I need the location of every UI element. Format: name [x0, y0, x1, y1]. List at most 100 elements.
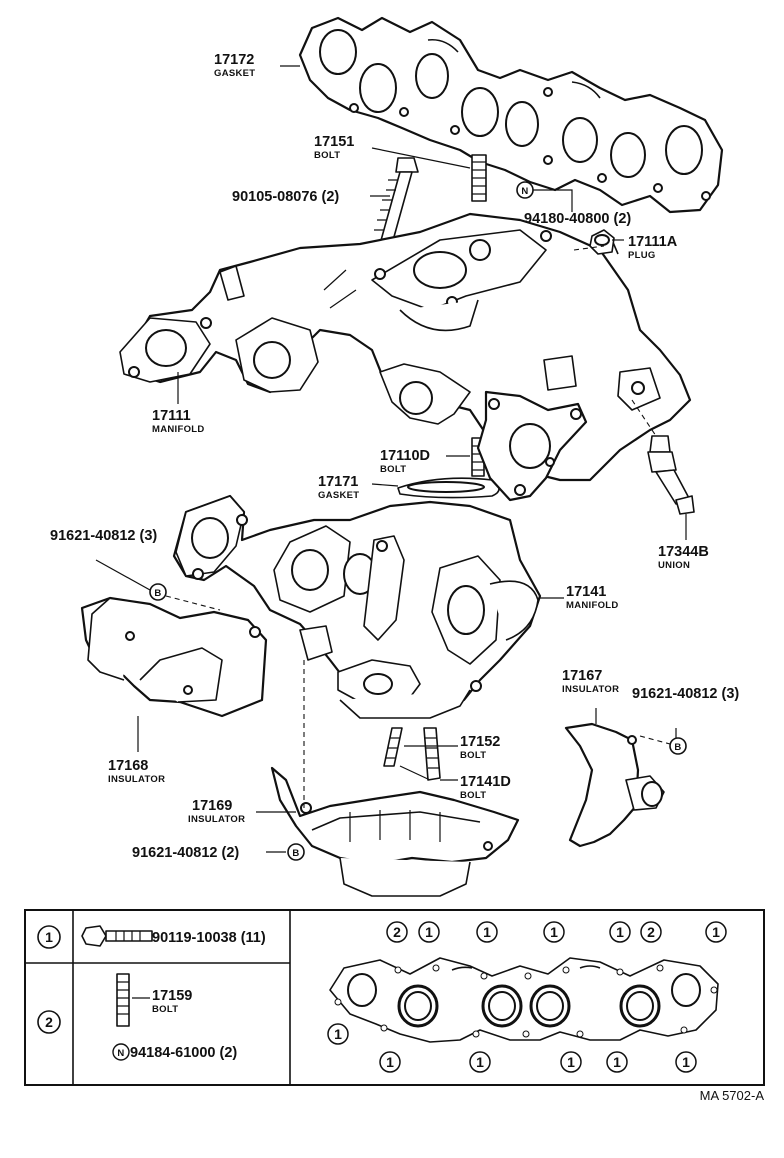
label-17167: 17167 INSULATOR [562, 668, 619, 695]
nut-marker-n: N [521, 186, 528, 197]
label-91621-a: 91621-40812 (3) [50, 528, 157, 544]
svg-text:BOLT: BOLT [314, 150, 340, 161]
label-17111: 17111 MANIFOLD [152, 408, 205, 435]
label-17172: 17172 GASKET [214, 52, 255, 79]
label-94180-40800: 94180-40800 (2) [524, 211, 631, 227]
label-17141D: 17141D BOLT [460, 774, 511, 801]
svg-text:2: 2 [45, 1014, 53, 1030]
label-17152: 17152 BOLT [460, 734, 500, 761]
svg-text:INSULATOR: INSULATOR [108, 774, 165, 785]
legend-nut-94184-61000: 94184-61000 (2) [130, 1045, 237, 1061]
svg-text:GASKET: GASKET [318, 490, 359, 501]
svg-text:BOLT: BOLT [380, 464, 406, 475]
label-17110D: 17110D BOLT [380, 448, 430, 475]
svg-text:17169: 17169 [192, 798, 232, 814]
label-91621-b: 91621-40812 (3) [632, 686, 739, 702]
nut-91621-a[interactable]: B [149, 583, 167, 601]
nut-91621-c[interactable]: B [287, 843, 305, 861]
svg-text:17141D: 17141D [460, 774, 511, 790]
bolt-17159-icon [116, 973, 130, 1027]
svg-text:1: 1 [386, 1054, 394, 1070]
svg-text:1: 1 [483, 924, 491, 940]
svg-text:INSULATOR: INSULATOR [562, 684, 619, 695]
svg-text:1: 1 [712, 924, 720, 940]
diagram-code: MA 5702-A [700, 1088, 765, 1103]
svg-text:17167: 17167 [562, 668, 602, 684]
bolt-17152[interactable] [383, 727, 403, 767]
gasket-17172[interactable] [298, 16, 724, 214]
svg-text:1: 1 [334, 1026, 342, 1042]
svg-text:17171: 17171 [318, 474, 358, 490]
bolt-17151[interactable] [471, 154, 487, 202]
legend-table [24, 909, 765, 1086]
label-17171: 17171 GASKET [318, 474, 359, 501]
label-91621-c: 91621-40812 (2) [132, 845, 239, 861]
label-17344B: 17344B UNION [658, 544, 709, 571]
label-17168: 17168 INSULATOR [108, 758, 165, 785]
svg-text:17141: 17141 [566, 584, 606, 600]
svg-text:2: 2 [647, 924, 655, 940]
legend-gasket-diagram [329, 957, 719, 1043]
svg-text:17344B: 17344B [658, 544, 709, 560]
svg-text:1: 1 [613, 1054, 621, 1070]
position-keys-top: 2 1 1 1 1 2 1 [386, 921, 727, 943]
svg-text:17111: 17111 [152, 408, 191, 424]
label-90105-08076: 90105-08076 (2) [232, 189, 339, 205]
legend-number-90119-10038: 90119-10038 (11) [152, 930, 266, 946]
plug-17111A[interactable] [589, 229, 615, 255]
svg-text:BOLT: BOLT [460, 750, 486, 761]
union-17344B[interactable] [647, 435, 695, 515]
label-17111A: 17111A PLUG [628, 234, 678, 261]
label-17151: 17151 BOLT [314, 134, 354, 161]
svg-text:GASKET: GASKET [214, 68, 255, 79]
svg-text:BOLT: BOLT [460, 790, 486, 801]
legend-key-2: 2 [37, 1010, 61, 1034]
svg-text:17111A: 17111A [628, 234, 678, 250]
svg-text:17172: 17172 [214, 52, 254, 68]
nut-marker-b-b: B [674, 742, 681, 753]
insulator-17169[interactable] [270, 766, 520, 897]
svg-text:1: 1 [550, 924, 558, 940]
leader-lines [95, 65, 687, 853]
legend-key-1: 1 [37, 925, 61, 949]
guide-line-b [639, 735, 671, 745]
bolt-90105-08076[interactable] [374, 157, 419, 245]
bolt-17141D[interactable] [423, 727, 441, 781]
svg-text:17110D: 17110D [380, 448, 430, 464]
legend-bolt-17159-number: 17159 [152, 988, 192, 1004]
svg-text:INSULATOR: INSULATOR [188, 814, 245, 825]
manifold-17141[interactable] [172, 494, 542, 719]
union-guide-line [631, 399, 657, 437]
svg-text:17152: 17152 [460, 734, 500, 750]
position-keys-bottom: 1 1 1 1 1 1 [327, 1023, 697, 1073]
nut-94180-40800[interactable]: N [516, 181, 534, 199]
svg-text:MANIFOLD: MANIFOLD [566, 600, 619, 611]
nut-91621-b[interactable]: B [669, 737, 687, 755]
svg-text:1: 1 [616, 924, 624, 940]
svg-text:17168: 17168 [108, 758, 148, 774]
bolt-90119-10038-icon [81, 925, 153, 947]
svg-text:1: 1 [567, 1054, 575, 1070]
label-17141: 17141 MANIFOLD [566, 584, 619, 611]
svg-text:N: N [117, 1048, 124, 1059]
svg-text:1: 1 [425, 924, 433, 940]
insulator-17167[interactable] [564, 722, 665, 848]
label-17169: 17169 INSULATOR [188, 798, 245, 825]
nut-marker-b-a: B [154, 588, 161, 599]
gasket-17171[interactable] [397, 477, 500, 499]
svg-text:1: 1 [476, 1054, 484, 1070]
svg-text:PLUG: PLUG [628, 250, 656, 261]
svg-text:MANIFOLD: MANIFOLD [152, 424, 205, 435]
legend-bolt-17159-name: BOLT [152, 1004, 178, 1015]
outlet-flange-17111[interactable] [476, 390, 588, 502]
insulator-17168[interactable] [80, 596, 268, 718]
svg-text:2: 2 [393, 924, 401, 940]
svg-text:UNION: UNION [658, 560, 690, 571]
svg-text:1: 1 [45, 929, 53, 945]
svg-text:1: 1 [682, 1054, 690, 1070]
guide-line-a [165, 595, 221, 611]
manifold-17111[interactable] [119, 212, 692, 482]
nut-marker-b-c: B [292, 848, 299, 859]
legend-nut-icon: N [112, 1043, 130, 1061]
